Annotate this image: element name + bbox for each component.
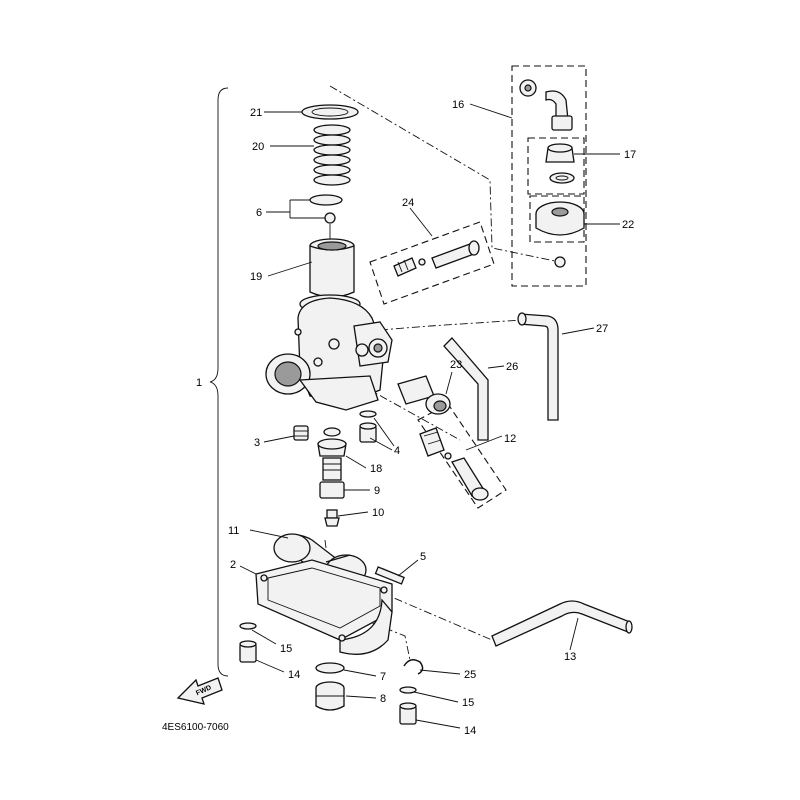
assembly-brace <box>209 87 229 677</box>
callout-15-left: 15 <box>280 643 292 655</box>
drawing-code: 4ES6100-7060 <box>162 722 229 733</box>
callout-4: 4 <box>394 445 400 457</box>
callout-labels: 1 2 3 4 5 6 7 8 9 10 11 12 13 14 14 15 1… <box>196 99 636 737</box>
group-box-17 <box>527 137 585 195</box>
group-box-24 <box>369 221 495 305</box>
needle-clip-plate-6 <box>309 194 343 206</box>
callout-14-right: 14 <box>464 725 476 737</box>
callout-21: 21 <box>250 107 262 119</box>
callout-9: 9 <box>374 485 380 497</box>
callout-6: 6 <box>256 207 262 219</box>
hose-clip-25 <box>403 659 424 675</box>
washer-15-right <box>399 686 417 694</box>
callout-8: 8 <box>380 693 386 705</box>
main-nozzle-9 <box>319 457 345 499</box>
hose-27 <box>519 313 559 421</box>
callout-23: 23 <box>450 359 462 371</box>
callout-2: 2 <box>230 559 236 571</box>
leader-lines <box>239 103 620 729</box>
overflow-hose-13 <box>491 600 631 647</box>
callout-3: 3 <box>254 437 260 449</box>
group-box-16 <box>511 65 587 287</box>
callout-18: 18 <box>370 463 382 475</box>
throttle-valve-19 <box>309 238 355 298</box>
gasket-21 <box>301 104 359 120</box>
throttle-spring-20 <box>313 124 351 186</box>
throttle-stop-screw-24 <box>393 240 480 277</box>
callout-26: 26 <box>506 361 518 373</box>
starter-jet-4 <box>359 422 377 443</box>
callout-15-right: 15 <box>462 697 474 709</box>
callout-7: 7 <box>380 671 386 683</box>
mixing-chamber-top-22 <box>535 201 585 268</box>
alignment-line-body <box>379 319 523 331</box>
main-jet-10 <box>324 509 340 527</box>
cap-nut-17 <box>545 143 575 184</box>
screw-14-right <box>399 702 417 725</box>
washer-15-left <box>239 622 257 630</box>
callout-14-left: 14 <box>288 669 300 681</box>
needle-clip-6 <box>324 212 336 224</box>
needle-jet-18 <box>317 427 347 457</box>
callout-1: 1 <box>196 377 202 389</box>
forward-arrow-icon: FWD <box>176 677 223 705</box>
o-ring-7 <box>315 662 345 674</box>
callout-10: 10 <box>372 507 384 519</box>
alignment-line-top <box>329 85 561 263</box>
callout-27: 27 <box>596 323 608 335</box>
callout-11: 11 <box>228 525 239 537</box>
float-pin-5 <box>374 566 405 585</box>
starter-plunger-23 <box>397 375 451 415</box>
pilot-jet-3 <box>293 425 309 441</box>
callout-16: 16 <box>452 99 464 111</box>
alignment-line-bottom <box>379 591 493 641</box>
hose-fitting-16 <box>519 79 573 131</box>
callout-17: 17 <box>624 149 636 161</box>
callout-13: 13 <box>564 651 576 663</box>
callout-19: 19 <box>250 271 262 283</box>
float-chamber-2 <box>255 559 393 655</box>
callout-20: 20 <box>252 141 264 153</box>
gasket-21-hole <box>311 107 349 117</box>
callout-12: 12 <box>504 433 516 445</box>
hose-27-end <box>517 312 527 326</box>
screw-14-left <box>239 640 257 663</box>
group-box-12 <box>417 403 507 509</box>
washer-4 <box>359 410 377 418</box>
pilot-air-screw-12 <box>419 427 489 501</box>
hose-13-end <box>625 620 633 634</box>
callout-22: 22 <box>622 219 634 231</box>
carburetor-body <box>265 294 393 411</box>
callout-25: 25 <box>464 669 476 681</box>
hose-26 <box>443 337 489 441</box>
drain-plug-8 <box>315 681 345 711</box>
callout-24: 24 <box>402 197 414 209</box>
callout-5: 5 <box>420 551 426 563</box>
